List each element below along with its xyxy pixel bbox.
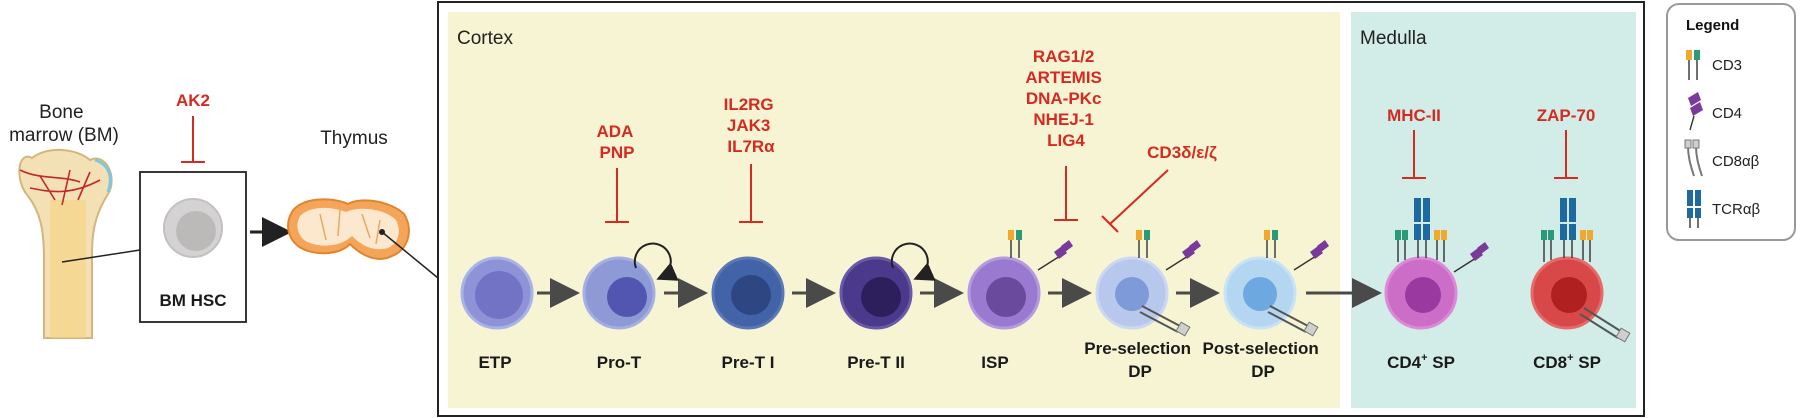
label-postdp-line2: DP [1251,362,1275,381]
cell-postdp-nucleus [1243,277,1277,311]
bone-to-hsc-line [61,249,141,263]
cortex-region [448,12,1340,408]
gene-jak3: JAK3 [727,116,770,135]
cortex-label: Cortex [457,28,513,49]
ak2-label: AK2 [176,91,210,110]
gene-rag: RAG1/2 [1033,47,1094,66]
cell-cd8sp-nucleus [1551,277,1587,313]
legend-cd8-icon [1684,139,1703,177]
predp-cd8-receptor [1139,305,1191,337]
cd3-block-line [1109,169,1169,225]
label-cd8sp-tail: SP [1574,353,1601,372]
gene-artemis: ARTEMIS [1025,68,1102,87]
legend-cd4: CD4 [1712,105,1742,122]
postdp-cd8-receptor [1267,305,1319,337]
postdp-cd4-receptor [1293,240,1329,271]
legend-tcr-icon [1687,190,1701,228]
label-cd4sp: CD4+ SP [1387,352,1455,372]
medulla-region [1351,12,1636,408]
legend-cd4-icon [1688,92,1703,131]
cd4sp-receptors [1395,198,1489,273]
label-pret2: Pre-T II [847,353,905,372]
block-rag-genes: RAG1/2 ARTEMIS DNA-PKc NHEJ-1 LIG4 [1025,47,1106,150]
pret2-proliferation-arrow [890,242,936,281]
legend-cd3: CD3 [1712,57,1742,74]
gene-il7ra: IL7Rα [727,137,775,156]
cell-etp-nucleus [475,271,523,319]
legend-tcr: TCRαβ [1712,201,1760,218]
cd8sp-receptors [1541,198,1631,343]
prot-proliferation-arrow [633,242,679,281]
hsc-label: BM HSC [159,291,226,310]
label-cd4sp-tail: SP [1428,353,1455,372]
cell-predp-nucleus [1115,277,1149,311]
thymus-label: Thymus [320,128,388,149]
label-pret1: Pre-T I [722,353,775,372]
predp-cd3-receptor [1136,230,1150,258]
gene-dnapkc: DNA-PKc [1026,89,1102,108]
isp-cd4-receptor [1037,240,1073,271]
legend-box [1666,3,1796,241]
label-predp-line2: DP [1128,362,1152,381]
thymus-illustration [287,198,410,260]
label-prot: Pro-T [597,353,642,372]
gene-lig4: LIG4 [1047,131,1085,150]
label-cd4sp-main: CD4 [1387,353,1422,372]
block-cd3-genes: CD3δ/ε/ζ [1147,143,1217,162]
isp-cd3-receptor [1008,230,1022,258]
cell-isp-nucleus [986,277,1026,317]
gene-nhej1: NHEJ-1 [1033,110,1093,129]
label-predp-line1: Pre-selection [1084,339,1191,358]
legend-cd3-icon [1686,50,1700,80]
predp-cd4-receptor [1165,240,1201,271]
block-prot-genes: ADA PNP [597,122,638,162]
label-cd8sp-main: CD8 [1533,353,1567,372]
legend-title: Legend [1686,17,1739,34]
legend-cd8: CD8αβ [1712,153,1760,170]
label-isp: ISP [981,353,1008,372]
bone-marrow-label: Bone marrow (BM) [9,102,119,146]
label-predp: Pre-selection DP [1084,339,1196,381]
bone-illustration [18,148,113,339]
cell-prot-nucleus [607,277,647,317]
cd3-block-bar [1101,215,1119,233]
hsc-nucleus [176,211,216,251]
cell-pret1-nucleus [731,275,771,315]
postdp-cd3-receptor [1264,230,1278,258]
gene-il2rg: IL2RG [724,95,774,114]
cell-pret2-nucleus [861,277,901,317]
block-pret1-genes: IL2RG JAK3 IL7Rα [724,95,779,156]
gene-ada: ADA [597,122,634,141]
label-postdp-line1: Post-selection [1203,339,1319,358]
label-cd8sp-sup: + [1567,352,1573,364]
cell-cd4sp-nucleus [1405,277,1441,313]
gene-pnp: PNP [600,143,635,162]
block-zap-genes: ZAP-70 [1537,106,1596,125]
label-etp: ETP [478,353,511,372]
thymus-zoom-line [381,231,439,279]
stage-labels: ETP Pro-T Pre-T I Pre-T II ISP Pre-selec… [478,339,1600,381]
label-cd8sp: CD8+ SP [1533,352,1601,372]
block-mhc-genes: MHC-II [1387,106,1441,125]
label-postdp: Post-selection DP [1203,339,1324,381]
label-cd4sp-sup: + [1421,352,1427,364]
medulla-label: Medulla [1360,28,1427,49]
bone-label-line2: marrow (BM) [9,125,119,146]
bone-label-line1: Bone [39,102,83,123]
